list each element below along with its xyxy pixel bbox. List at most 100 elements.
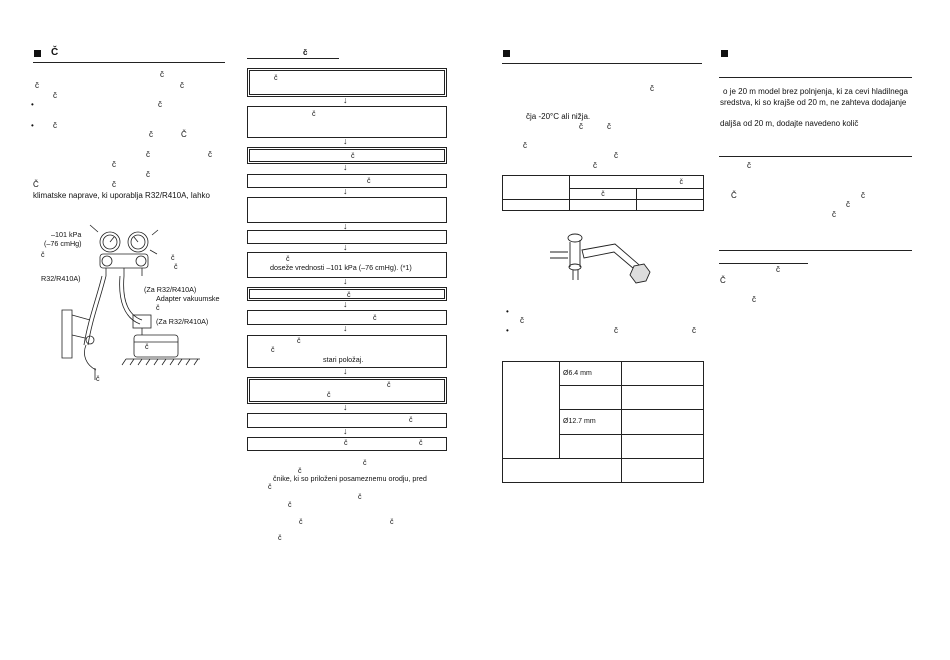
diagram-c-right-2: č [174, 262, 178, 271]
flow-step-box [247, 310, 447, 325]
flow-step-text: č [274, 73, 278, 82]
flow-arrow: ↓ [343, 276, 348, 286]
adapter-label: Adapter vakuumske [156, 294, 220, 303]
bullet-line: č [614, 326, 618, 335]
col3-rule [502, 63, 702, 64]
bullet-square [503, 50, 510, 57]
text-line: klimatske naprave, ki uporablja R32/R410… [33, 191, 210, 200]
col2-heading-rule [247, 58, 339, 59]
flow-step-text: č [286, 254, 290, 263]
note-line: č [298, 466, 302, 475]
pump-c: č [145, 342, 149, 351]
col4-rule-2 [719, 156, 912, 157]
table2-d1: Ø6.4 mm [563, 370, 592, 378]
flow-step-text: č [409, 415, 413, 424]
flow-arrow: ↓ [343, 162, 348, 172]
text-line: Č [720, 276, 726, 285]
bullet-square [34, 50, 41, 57]
text-line: sredstva, ki so krajše od 20 m, ne zahte… [720, 98, 907, 107]
diagram-c-left: č [41, 250, 45, 259]
table1-head: č [679, 178, 684, 186]
text-line: č [593, 161, 597, 170]
text-line: o je 20 m model brez polnjenja, ki za ce… [723, 87, 908, 96]
flow-arrow: ↓ [343, 136, 348, 146]
bottom-c: č [96, 374, 100, 383]
flow-step-text: č [344, 438, 348, 447]
flow-step-text: č [367, 176, 371, 185]
flow-step-text: č [297, 336, 301, 345]
flow-step-box [247, 230, 447, 244]
text-line: č [752, 295, 756, 304]
flow-arrow: ↓ [343, 299, 348, 309]
flow-step-text: č [327, 390, 331, 399]
flow-arrow: ↓ [343, 242, 348, 252]
text-line: č [832, 210, 836, 219]
flow-arrow: ↓ [343, 402, 348, 412]
table1-sub1: č [601, 190, 605, 198]
text-line: č [208, 150, 212, 159]
flow-step-box [247, 437, 447, 451]
note-line: č [390, 517, 394, 526]
text-line: • [31, 100, 34, 109]
col1-heading: Č [51, 47, 59, 58]
flow-step-box [247, 174, 447, 188]
text-line: č [614, 151, 618, 160]
flow-step-text: doseže vrednosti –101 kPa (–76 cmHg). (*… [270, 263, 412, 272]
pressure-label: –101 kPa [51, 230, 82, 239]
flow-arrow: ↓ [343, 366, 348, 376]
za-label-2: (Za R32/R410A) [156, 317, 209, 326]
flow-arrow: ↓ [343, 221, 348, 231]
flow-step-box [247, 335, 447, 368]
flow-step-text: č [419, 438, 423, 447]
flow-step-box [247, 252, 447, 278]
flow-step-box [247, 68, 447, 97]
flow-step-text: č [347, 290, 351, 299]
bullet-line: • [506, 307, 509, 316]
table-2: Ø6.4 mm Ø12.7 mm [502, 360, 704, 484]
flow-arrow: ↓ [343, 95, 348, 105]
flow-step-box [247, 147, 447, 164]
text-line: č [149, 130, 153, 139]
note-line: č [358, 492, 362, 501]
text-line: daljša od 20 m, dodajte navedeno količ [720, 119, 859, 128]
col1-rule [33, 62, 225, 63]
diagram-c-right-1: č [171, 253, 175, 262]
text-line: čja -20°C ali nižja. [526, 112, 591, 121]
col2-heading: č [303, 48, 308, 57]
text-line: Č [33, 180, 39, 189]
flow-step-text: č [351, 151, 355, 160]
col4-rule-3 [719, 250, 912, 251]
flow-step-box [247, 413, 447, 428]
text-line: č [579, 122, 583, 131]
text-line: č [846, 200, 850, 209]
text-line: č [112, 160, 116, 169]
gauge-manifold-diagram [61, 224, 200, 380]
table-1: č č [502, 174, 704, 211]
note-line: č [278, 533, 282, 542]
za-label-1: (Za R32/R410A) [144, 285, 197, 294]
text-line: č [146, 150, 150, 159]
text-line: č [607, 122, 611, 131]
text-line: č [180, 81, 184, 90]
text-line: Č [181, 130, 187, 139]
text-line: č [112, 180, 116, 189]
note-line: č [288, 500, 292, 509]
flow-step-text: stari položaj. [323, 355, 364, 364]
text-line: č [35, 81, 39, 90]
bullet-square [721, 50, 728, 57]
text-line: č [650, 84, 654, 93]
flow-arrow: ↓ [343, 186, 348, 196]
note-line: čnike, ki so priloženi posameznemu orodj… [273, 474, 427, 483]
refrigerant-label: R32/R410A) [41, 274, 81, 283]
bullet-line: č [692, 326, 696, 335]
text-line: č [747, 161, 751, 170]
bullet-line: č [520, 316, 524, 325]
text-line: • [31, 121, 34, 130]
flow-step-box [247, 197, 447, 223]
flow-step-box [247, 106, 447, 138]
text-line: č [160, 70, 164, 79]
text-line: č [146, 170, 150, 179]
text-line: Č [731, 191, 737, 200]
table2-d2: Ø12.7 mm [563, 418, 596, 426]
pressure-cmhg-label: (–76 cmHg) [44, 239, 82, 248]
